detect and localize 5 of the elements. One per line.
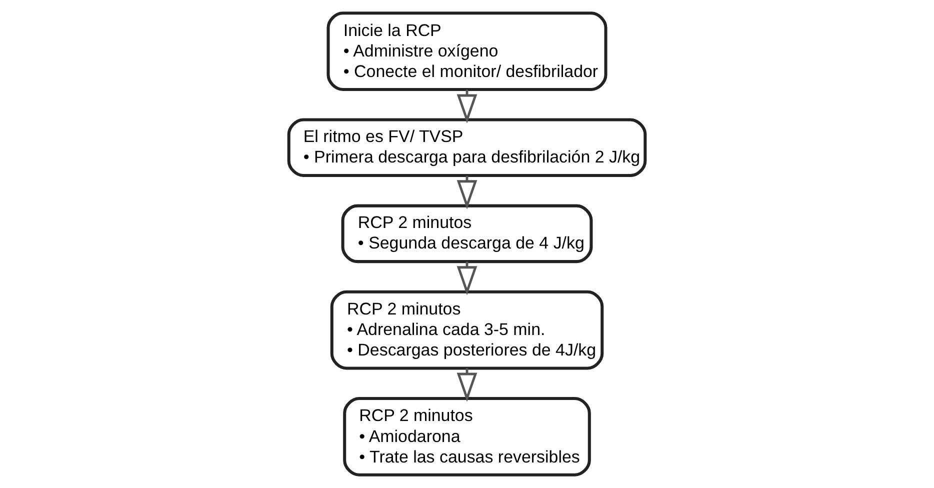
node-box: Inicie la RCP • Administre oxígeno • Conecte el monitor/ desfibrilador (326, 12, 608, 91)
node-box: RCP 2 minutos • Adrenalina cada 3-5 min. • Descargas posteriores de 4J/kg (330, 290, 604, 370)
node-box: El ritmo es FV/ TVSP • Primera descarga para desfibrilación 2 J/kg (287, 118, 647, 178)
node-box: RCP 2 minutos • Amiodarona • Trate las causas reversibles (343, 397, 591, 476)
node-box: RCP 2 minutos • Segunda descarga de 4 J/kg (341, 204, 593, 264)
